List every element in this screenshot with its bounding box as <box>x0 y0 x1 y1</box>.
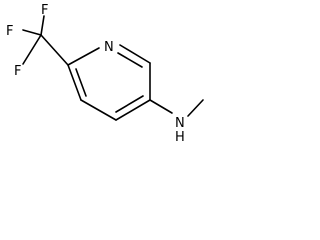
bond-c6-n1 <box>67 47 100 66</box>
bond-c-f-left <box>22 29 42 36</box>
bond-c4-c5 <box>80 99 117 121</box>
bond-c5-c6 <box>67 64 82 101</box>
structure-canvas: F F F N N H <box>0 0 218 148</box>
bond-c-f-bottom <box>22 34 42 65</box>
atom-f-left: F <box>6 24 13 39</box>
bond-c3-n-amine <box>149 99 173 114</box>
bond-n1-c2 <box>119 44 151 64</box>
bond-cf3-ring <box>40 34 69 66</box>
bond-inner-c3-c4 <box>115 95 144 113</box>
bond-n-amine-methyl <box>187 99 204 117</box>
atom-amine-nitrogen: N <box>175 116 185 131</box>
molecule-structure: F F F N N H <box>6 3 204 145</box>
bond-c3-c4 <box>115 99 151 121</box>
atom-amine-hydrogen: H <box>175 130 185 145</box>
bond-inner-n1-c2 <box>117 52 143 68</box>
atom-f-top: F <box>41 3 48 18</box>
atom-f-bottom: F <box>14 64 21 79</box>
bond-inner-c5-c6 <box>75 68 87 97</box>
atom-ring-nitrogen: N <box>104 40 114 55</box>
bond-c-f-top <box>40 15 45 36</box>
